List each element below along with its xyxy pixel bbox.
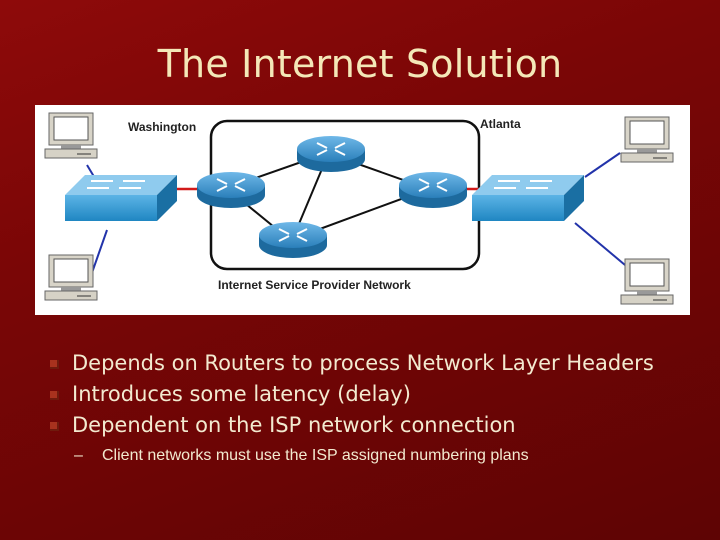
bullet-text: Depends on Routers to process Network La… <box>72 351 654 375</box>
isp-network-label: Internet Service Provider Network <box>218 278 411 292</box>
bullet-item: Dependent on the ISP network connection <box>48 410 708 441</box>
bullet-item: Depends on Routers to process Network La… <box>48 348 708 379</box>
router-icon <box>296 135 366 173</box>
sub-bullet-text: Client networks must use the ISP assigne… <box>102 447 529 464</box>
bullet-text: Dependent on the ISP network connection <box>72 413 516 437</box>
site-label-atlanta: Atlanta <box>480 117 521 131</box>
switch-icon <box>64 174 178 222</box>
pc-icon <box>44 254 98 301</box>
site-label-washington: Washington <box>128 120 197 134</box>
bullet-square-icon <box>50 422 59 431</box>
network-diagram-svg <box>44 112 674 305</box>
switch-icon <box>471 174 585 222</box>
bullet-item: Introduces some latency (delay) <box>48 379 708 410</box>
pc-icon <box>44 112 98 159</box>
pc-icon <box>620 116 674 163</box>
router-icon <box>258 221 328 259</box>
bullet-square-icon <box>50 360 59 369</box>
bullet-list: Depends on Routers to process Network La… <box>48 348 708 471</box>
bullet-text: Introduces some latency (delay) <box>72 382 411 406</box>
sub-bullet-item: – Client networks must use the ISP assig… <box>48 441 708 471</box>
bullet-square-icon <box>50 391 59 400</box>
network-diagram: Washington Atlanta Internet Service Prov… <box>35 105 690 315</box>
sub-bullet-dash: – <box>74 447 83 464</box>
router-icon <box>196 171 266 209</box>
slide-title: The Internet Solution <box>157 42 563 86</box>
pc-icon <box>620 258 674 305</box>
router-icon <box>398 171 468 209</box>
